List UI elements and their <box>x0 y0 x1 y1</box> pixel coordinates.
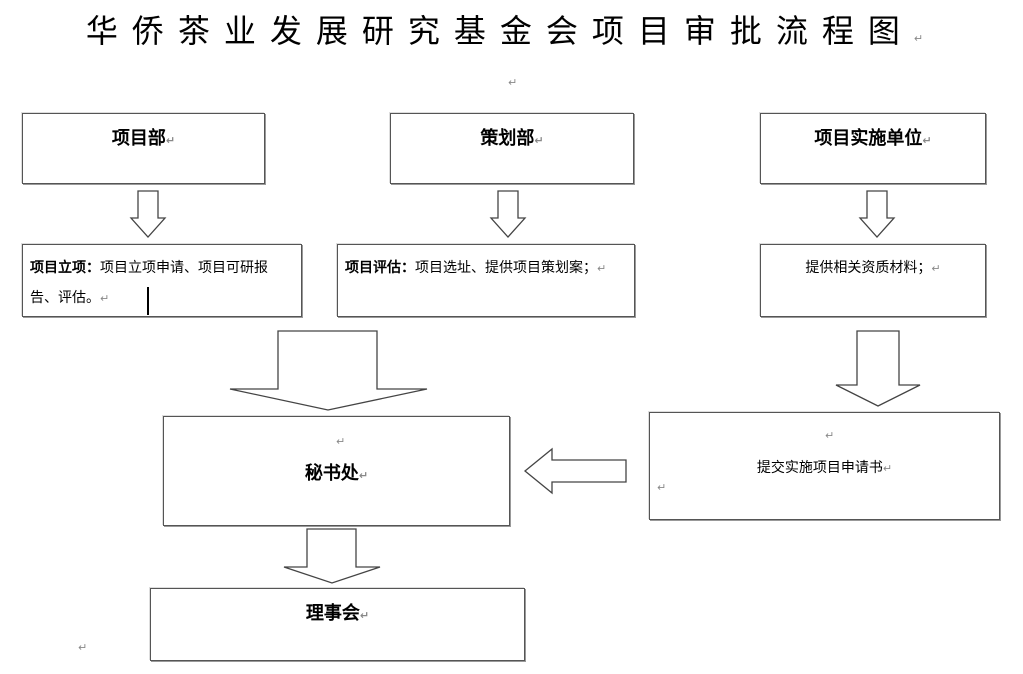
initiation-heading: 项目立项： <box>30 260 100 276</box>
box-project-initiation: 项目立项：项目立项申请、项目可研报告、评估。↵ <box>22 244 302 317</box>
box-planning-dept: 策划部↵ <box>390 113 634 184</box>
down-arrow <box>858 190 896 238</box>
box-implementing-unit-label: 项目实施单位 <box>814 128 923 149</box>
evaluation-text: 项目选址、提供项目策划案； <box>415 260 597 276</box>
paragraph-mark: ↵ <box>882 462 893 475</box>
box-implementing-unit: 项目实施单位↵ <box>760 113 986 184</box>
box-council: 理事会↵ <box>150 588 525 661</box>
down-arrow <box>489 190 527 238</box>
down-arrow <box>283 528 381 584</box>
submit-application-label: 提交实施项目申请书 <box>756 460 883 476</box>
paragraph-mark: ↵ <box>508 76 518 89</box>
left-arrow <box>523 447 627 495</box>
paragraph-mark: ↵ <box>358 469 369 482</box>
box-planning-dept-label: 策划部 <box>480 128 535 149</box>
paragraph-mark: ↵ <box>931 262 941 275</box>
paragraph-mark: ↵ <box>657 481 667 494</box>
down-arrow <box>129 190 167 238</box>
diagram-title: 华侨茶业发展研究基金会项目审批流程图↵ <box>0 6 1023 52</box>
secretariat-label: 秘书处 <box>304 463 359 484</box>
initiation-text: 项目立项申请、项目可研报告、评估。 <box>30 260 268 306</box>
paragraph-mark: ↵ <box>165 134 176 147</box>
text-cursor <box>147 287 149 315</box>
diagram-title-text: 华侨茶业发展研究基金会项目审批流程图 <box>85 12 914 50</box>
box-project-dept: 项目部↵ <box>22 113 265 184</box>
down-arrow <box>835 330 921 407</box>
paragraph-mark: ↵ <box>78 641 88 654</box>
paragraph-mark: ↵ <box>100 292 110 305</box>
council-label: 理事会 <box>305 603 360 624</box>
paragraph-mark: ↵ <box>922 134 932 147</box>
box-project-dept-label: 项目部 <box>111 128 166 149</box>
evaluation-heading: 项目评估： <box>345 260 415 276</box>
qualification-text: 提供相关资质材料； <box>805 260 932 276</box>
paragraph-mark: ↵ <box>825 429 835 442</box>
box-qualification: 提供相关资质材料；↵ <box>760 244 986 317</box>
box-secretariat: ↵ 秘书处↵ <box>163 416 510 526</box>
paragraph-mark: ↵ <box>336 435 346 448</box>
box-project-evaluation: 项目评估：项目选址、提供项目策划案；↵ <box>337 244 635 317</box>
paragraph-mark: ↵ <box>534 134 544 147</box>
large-down-arrow <box>229 330 428 411</box>
paragraph-mark: ↵ <box>359 609 370 622</box>
paragraph-mark: ↵ <box>597 262 607 275</box>
paragraph-mark: ↵ <box>913 32 938 45</box>
box-submit-application: ↵ 提交实施项目申请书↵ ↵ <box>649 412 1000 520</box>
